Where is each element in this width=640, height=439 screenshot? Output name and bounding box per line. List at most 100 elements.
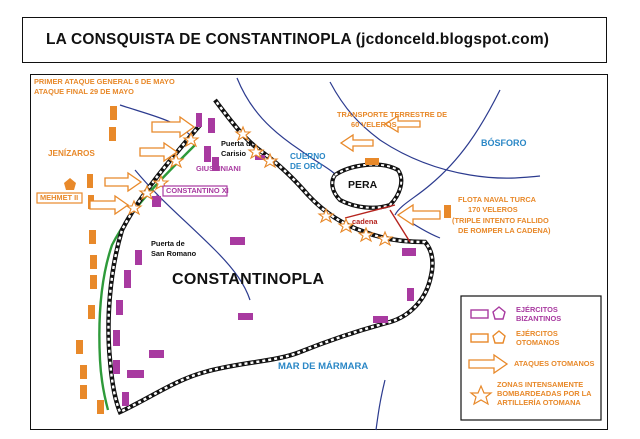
final-attack-label: ATAQUE FINAL 29 DE MAYO (34, 87, 134, 96)
fleet-label-1: FLOTA NAVAL TURCA (458, 195, 536, 204)
marmara-channel (375, 379, 386, 431)
byzantine-army (204, 146, 211, 162)
byzantine-army (135, 250, 142, 265)
romano-gate-label-2: San Romano (151, 249, 197, 258)
star-icon (337, 217, 355, 234)
giustiniani-label: GIUSTINIANI (196, 164, 241, 173)
byzantine-army (113, 330, 120, 346)
romano-gate-label-1: Puerta de (151, 239, 185, 248)
city-walls (106, 98, 435, 416)
byzantine-army (149, 350, 164, 358)
fleet-label-3: (TRIPLE INTENTO FALLIDO (452, 216, 549, 225)
byzantine-army (373, 316, 388, 323)
legend-byzantine-label-2: BIZANTINOS (516, 314, 562, 323)
mehmet-label-box (36, 192, 83, 204)
star-icon (317, 207, 335, 224)
legend-star-icon (469, 384, 493, 406)
attack-arrow-icon (139, 141, 179, 163)
legend-byzantine-pentagon-icon (492, 306, 506, 320)
ottoman-army (97, 400, 104, 414)
constantinople-label: CONSTANTINOPLA (172, 271, 325, 288)
attack-arrow-icon (151, 115, 196, 139)
ottoman-army (87, 174, 93, 188)
star-icon (167, 152, 185, 169)
ottoman-army (109, 127, 116, 141)
ottoman-army (90, 255, 97, 269)
star-icon (247, 143, 265, 160)
byzantine-army (124, 270, 131, 288)
transport-label-2: 60 VELEROS (351, 120, 397, 129)
byzantine-army (402, 248, 416, 256)
attack-arrow-icon (339, 133, 374, 153)
star-icon (234, 125, 252, 142)
legend-ottoman-pentagon-icon (492, 330, 506, 344)
byzantine-army (238, 313, 253, 320)
constantine-pentagon-icon (152, 195, 162, 205)
river-2 (134, 169, 251, 301)
pera-shore-north (329, 81, 541, 179)
pera-label: PERA (348, 179, 378, 191)
janissaries-label: JENÍZAROS (48, 149, 95, 158)
first-attack-label: PRIMER ATAQUE GENERAL 6 DE MAYO (34, 77, 175, 86)
ottoman-army (88, 305, 95, 319)
legend (460, 295, 602, 421)
bombarded-zones (125, 125, 394, 247)
constantine-label-box (162, 185, 228, 197)
fleet-label-2: 170 VELEROS (468, 205, 518, 214)
constantine-label: CONSTANTINO XI (166, 186, 229, 195)
transport-label-1: TRANSPORTE TERRESTRE DE (337, 110, 448, 119)
byzantine-army (127, 370, 144, 378)
attack-arrow-icon (396, 203, 441, 227)
golden-horn-north-shore (236, 77, 346, 186)
attack-arrow-icon (89, 194, 130, 216)
attack-arrow-icon (383, 114, 421, 134)
bosphorus-label: BÓSFORO (481, 138, 527, 148)
fleet-label-4: DE ROMPER LA CADENA) (458, 226, 551, 235)
golden-horn-label-2: DE ORO (290, 162, 323, 171)
legend-byzantine-rect (470, 309, 489, 319)
byzantine-army (407, 288, 414, 301)
legend-byzantine-label-1: EJÉRCITOS (516, 305, 558, 314)
ottoman-army (110, 106, 117, 120)
ottoman-army (80, 365, 87, 379)
byzantine-army (122, 392, 129, 406)
byzantine-army (113, 360, 120, 374)
carisio-gate-label-1: Puerta de (221, 139, 255, 148)
golden-horn-label-1: CUERNO (290, 152, 326, 161)
marmara-label: MAR DE MÁRMARA (278, 361, 369, 372)
legend-bombard-label-2: BOMBARDEADAS POR LA (497, 389, 592, 398)
ottoman-army (90, 275, 97, 289)
byzantine-army (196, 113, 202, 127)
ottoman-army (444, 205, 451, 218)
byzantine-army (208, 118, 215, 133)
legend-attacks-label: ATAQUES OTOMANOS (514, 359, 595, 368)
ottoman-army (76, 340, 83, 354)
ottoman-army (89, 230, 96, 244)
star-icon (182, 131, 200, 148)
city-wall-inner (107, 99, 434, 414)
legend-ottoman-label-1: EJÉRCITOS (516, 329, 558, 338)
byzantine-army (230, 237, 245, 245)
legend-ottoman-label-2: OTOMANOS (516, 338, 560, 347)
title-box (22, 17, 607, 63)
ottoman-attack-arrows (89, 114, 441, 227)
chain-label: cadena (352, 217, 378, 226)
legend-bombard-label-3: ARTILLERÍA OTOMANA (497, 398, 581, 407)
attack-arrow-icon (104, 171, 143, 193)
legend-ottoman-rect (470, 333, 489, 343)
byzantine-army (212, 157, 219, 171)
bosphorus-west-shore (394, 89, 501, 216)
star-icon (125, 199, 143, 216)
byzantine-army (116, 300, 123, 315)
star-icon (357, 226, 375, 243)
carisio-gate-label-2: Carisio (221, 149, 247, 158)
ottoman-army (80, 385, 87, 399)
mehmet-label: MEHMET II (40, 193, 79, 202)
star-icon (376, 230, 394, 247)
legend-bombard-label-1: ZONAS INTENSAMENTE (497, 380, 584, 389)
land-wall-green (98, 144, 196, 411)
mehmet-pentagon-icon (64, 178, 76, 190)
map-frame (30, 74, 608, 430)
legend-arrow-icon (468, 353, 509, 375)
